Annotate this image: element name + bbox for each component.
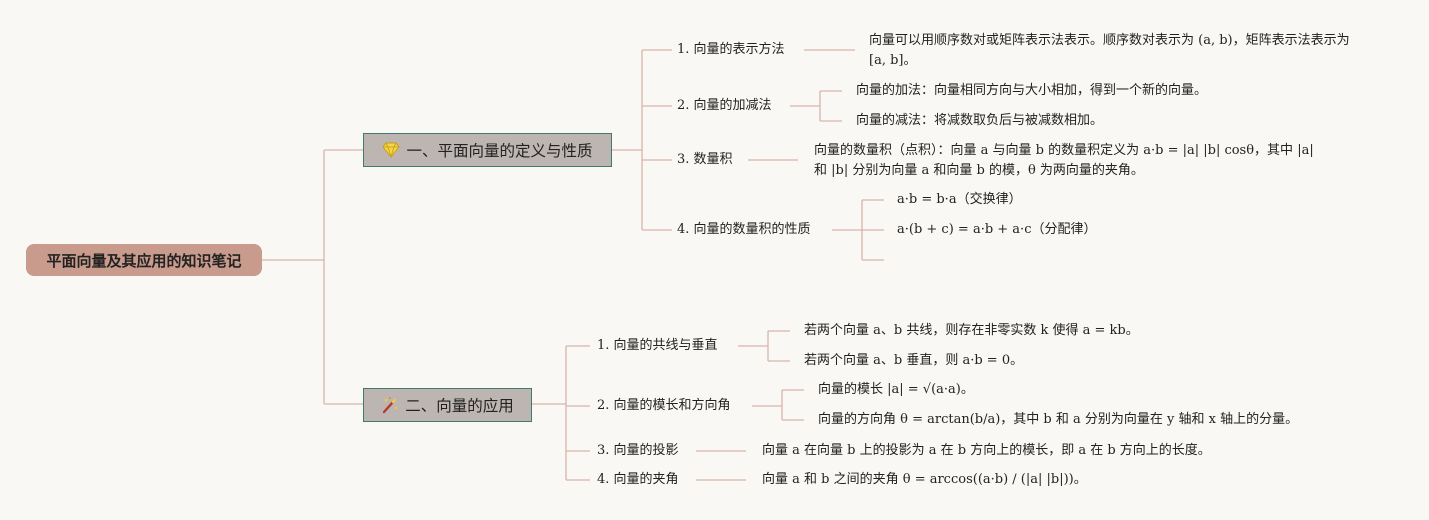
note-distributive-law: a·(b + c) = a·b + a·c（分配律） — [897, 222, 1097, 237]
topic-angle-between[interactable]: 4. 向量的夹角 — [597, 472, 679, 487]
note-magnitude: 向量的模长 |a| = √(a·a)。 — [818, 382, 974, 397]
note-perpendicular: 若两个向量 a、b 垂直，则 a·b = 0。 — [804, 353, 1024, 368]
topic-collinear-perpendicular[interactable]: 1. 向量的共线与垂直 — [597, 338, 718, 353]
branch-definition-properties[interactable]: 一、平面向量的定义与性质 — [363, 133, 612, 167]
note-commutative-law: a·b = b·a（交换律） — [897, 192, 1022, 207]
note-direction-angle: 向量的方向角 θ = arctan(b/a)，其中 b 和 a 分别为向量在 y… — [818, 412, 1299, 427]
topic-addition-subtraction[interactable]: 2. 向量的加减法 — [677, 98, 772, 113]
branch-applications-label: 二、向量的应用 — [405, 397, 514, 415]
branch-applications[interactable]: 二、向量的应用 — [363, 388, 532, 422]
topic-magnitude-direction[interactable]: 2. 向量的模长和方向角 — [597, 398, 731, 413]
note-collinear: 若两个向量 a、b 共线，则存在非零实数 k 使得 a = kb。 — [804, 323, 1139, 338]
magic-wand-icon — [381, 396, 399, 414]
topic-projection[interactable]: 3. 向量的投影 — [597, 443, 679, 458]
note-representation: 向量可以用顺序数对或矩阵表示法表示。顺序数对表示为 (a, b)，矩阵表示法表示… — [869, 33, 1350, 68]
note-angle-between: 向量 a 和 b 之间的夹角 θ = arccos((a·b) / (|a| |… — [762, 472, 1087, 487]
topic-dot-product-properties[interactable]: 4. 向量的数量积的性质 — [677, 222, 811, 237]
topic-dot-product[interactable]: 3. 数量积 — [677, 152, 733, 167]
note-projection: 向量 a 在向量 b 上的投影为 a 在 b 方向上的模长，即 a 在 b 方向… — [762, 443, 1211, 458]
note-addition: 向量的加法：向量相同方向与大小相加，得到一个新的向量。 — [856, 83, 1208, 98]
note-subtraction: 向量的减法：将减数取负后与被减数相加。 — [856, 113, 1104, 128]
topic-representation[interactable]: 1. 向量的表示方法 — [677, 42, 785, 57]
gem-icon — [382, 142, 401, 158]
note-dot-product: 向量的数量积（点积）：向量 a 与向量 b 的数量积定义为 a·b = |a| … — [814, 143, 1314, 178]
root-topic[interactable]: 平面向量及其应用的知识笔记 — [26, 244, 262, 276]
root-topic-label: 平面向量及其应用的知识笔记 — [46, 251, 242, 270]
branch-definition-properties-label: 一、平面向量的定义与性质 — [406, 142, 593, 160]
